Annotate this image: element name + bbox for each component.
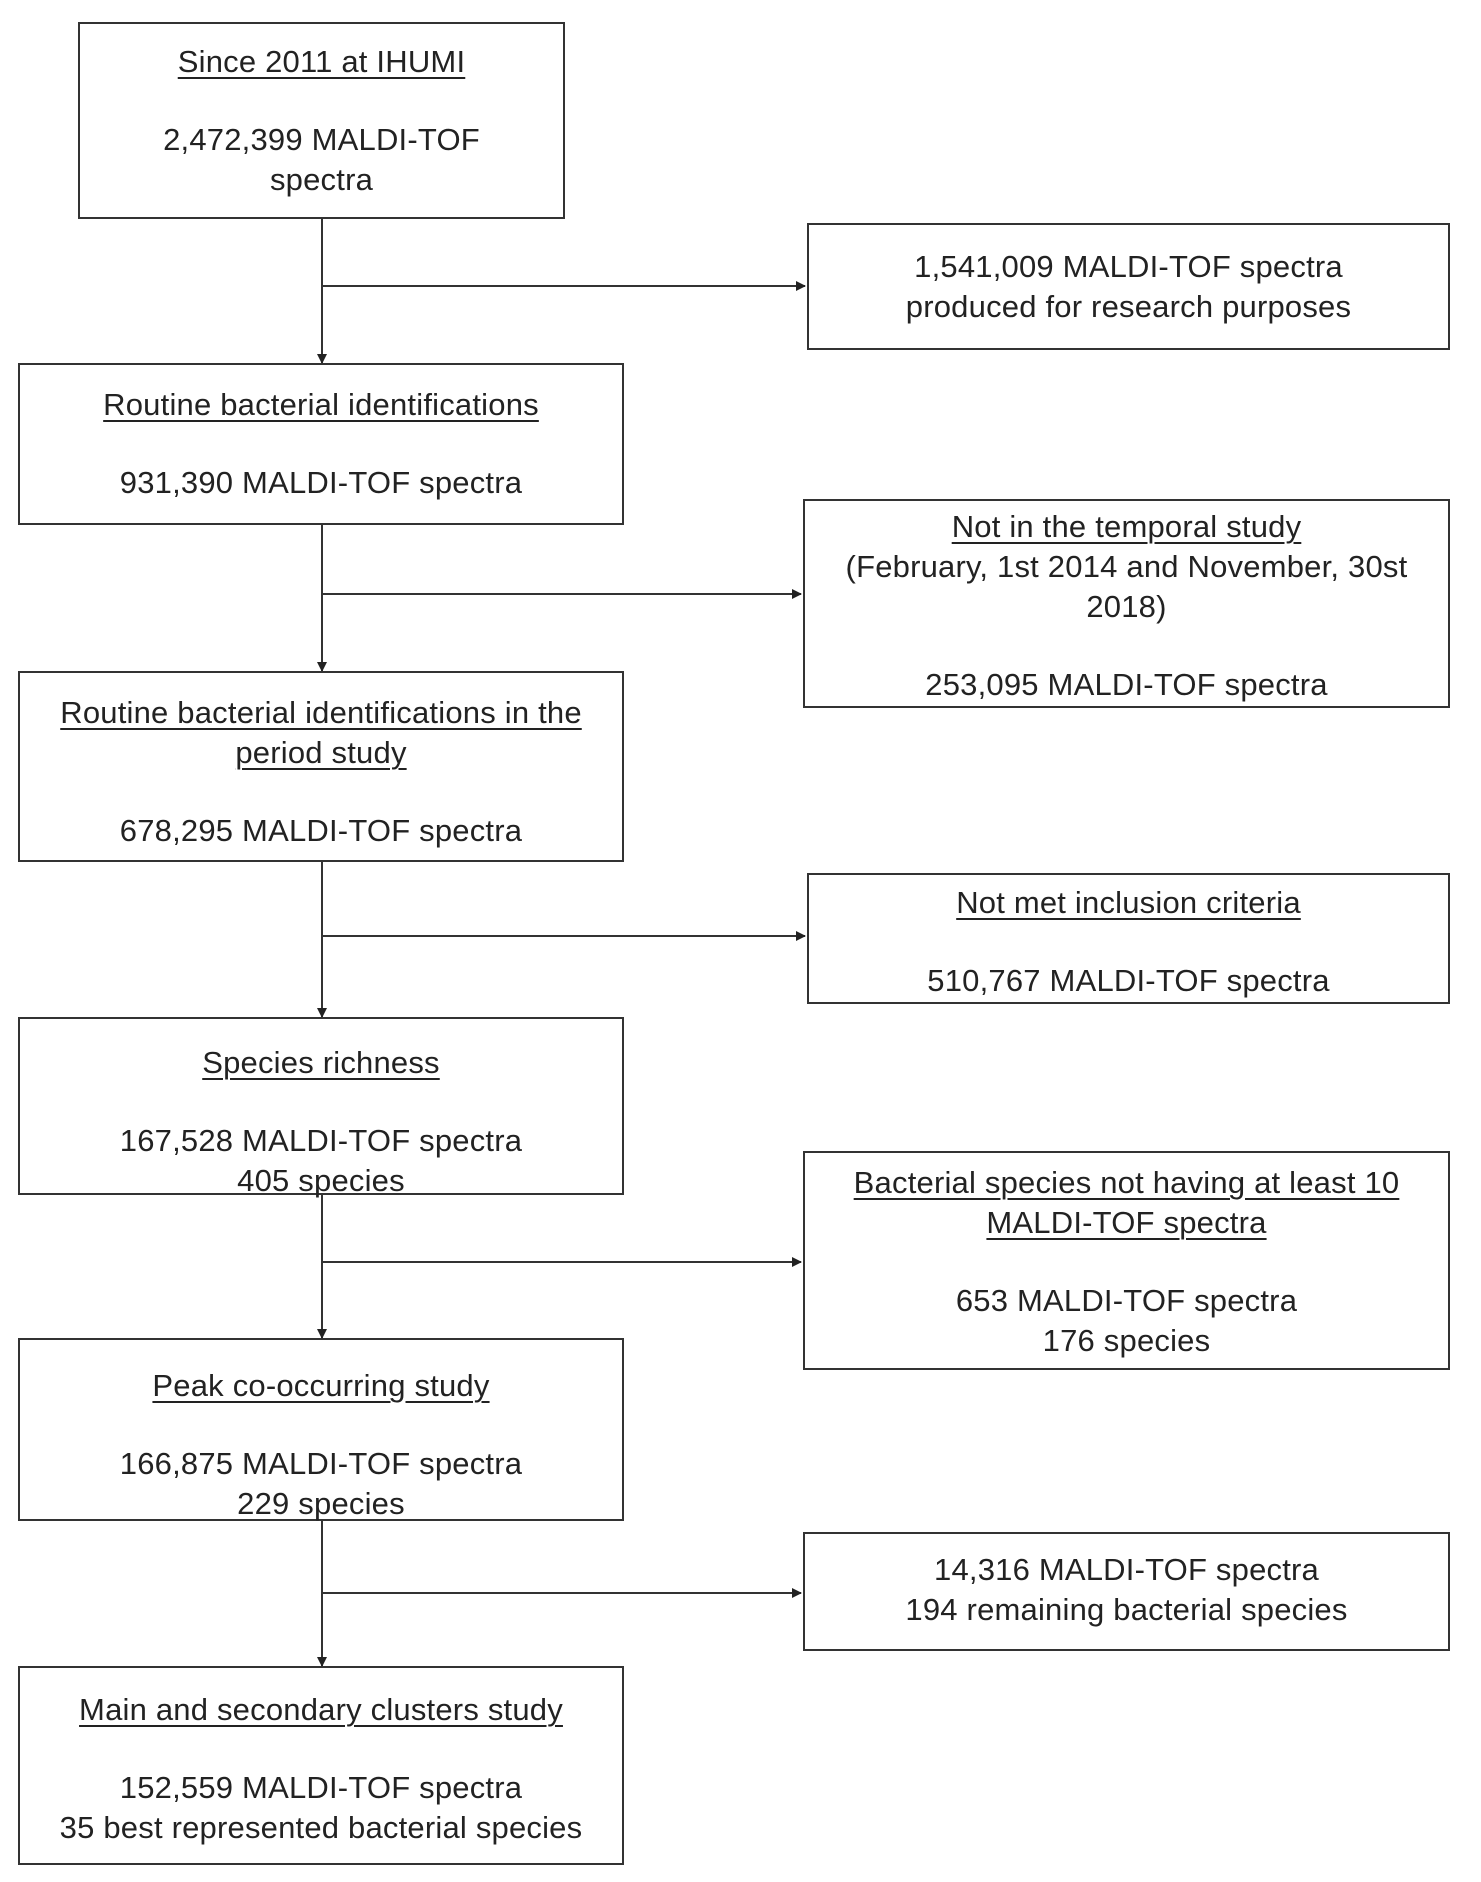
box-count: 253,095 MALDI-TOF spectra: [925, 667, 1328, 702]
box-not-met-criteria: Not met inclusion criteria 510,767 MALDI…: [807, 873, 1450, 1004]
box-count: 152,559 MALDI-TOF spectra: [119, 1770, 523, 1805]
box-since-2011: Since 2011 at IHUMI 2,472,399 MALDI-TOF …: [78, 22, 565, 219]
box-routine-identifications: Routine bacterial identifications 931,39…: [18, 363, 624, 525]
box-low-spectra-species: Bacterial species not having at least 10…: [803, 1151, 1450, 1370]
box-title: Not in the temporal study: [951, 509, 1302, 544]
box-period-line-1: (February, 1st 2014 and November, 30st: [845, 549, 1408, 584]
box-count: 1,541,009 MALDI-TOF spectra: [914, 249, 1343, 284]
box-title-line-1: Bacterial species not having at least 10: [853, 1165, 1400, 1200]
box-count: 653 MALDI-TOF spectra: [955, 1283, 1298, 1318]
box-title: Main and secondary clusters study: [79, 1692, 563, 1727]
box-title: Routine bacterial identifications: [103, 387, 539, 422]
box-count: 678,295 MALDI-TOF spectra: [119, 813, 523, 848]
box-species: 405 species: [237, 1163, 405, 1198]
box-clusters-study: Main and secondary clusters study 152,55…: [18, 1666, 624, 1865]
box-title-line-2: period study: [235, 735, 407, 770]
box-count: 2,472,399 MALDI-TOF: [163, 122, 480, 157]
box-title: Since 2011 at IHUMI: [177, 44, 466, 79]
box-count: 167,528 MALDI-TOF spectra: [119, 1123, 523, 1158]
box-species: 194 remaining bacterial species: [905, 1592, 1348, 1627]
box-count: 166,875 MALDI-TOF spectra: [119, 1446, 523, 1481]
box-title-line-1: Routine bacterial identifications in the: [60, 695, 582, 730]
box-title-line-2: MALDI-TOF spectra: [986, 1205, 1267, 1240]
box-note: produced for research purposes: [905, 289, 1352, 324]
box-title: Not met inclusion criteria: [956, 885, 1301, 920]
box-count: 510,767 MALDI-TOF spectra: [927, 963, 1330, 998]
box-not-temporal-study: Not in the temporal study (February, 1st…: [803, 499, 1450, 708]
box-species: 35 best represented bacterial species: [59, 1810, 583, 1845]
box-count: 14,316 MALDI-TOF spectra: [934, 1552, 1319, 1587]
box-period-study: Routine bacterial identifications in the…: [18, 671, 624, 862]
box-research-purposes: 1,541,009 MALDI-TOF spectra produced for…: [807, 223, 1450, 350]
box-peak-co-occurring: Peak co-occurring study 166,875 MALDI-TO…: [18, 1338, 624, 1521]
box-count: 931,390 MALDI-TOF spectra: [119, 465, 523, 500]
box-species: 176 species: [1042, 1323, 1211, 1358]
box-remaining-species: 14,316 MALDI-TOF spectra 194 remaining b…: [803, 1532, 1450, 1651]
box-title: Species richness: [202, 1045, 440, 1080]
box-species: 229 species: [237, 1486, 405, 1521]
box-title: Peak co-occurring study: [152, 1368, 490, 1403]
box-count-unit: spectra: [269, 162, 374, 197]
box-period-line-2: 2018): [1086, 589, 1167, 624]
box-species-richness: Species richness 167,528 MALDI-TOF spect…: [18, 1017, 624, 1198]
